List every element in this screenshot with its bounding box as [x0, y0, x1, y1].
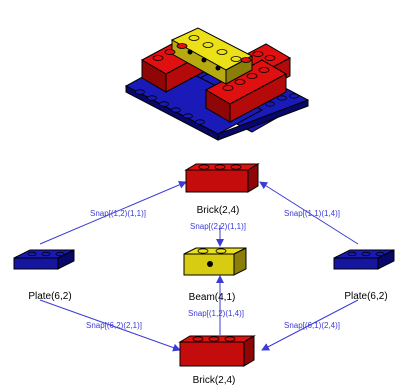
node-label-brick-top: Brick(2,4): [197, 205, 240, 216]
node-label-plate-right: Plate(6,2): [344, 291, 387, 302]
node-brick-bottom: Brick(2,4): [178, 335, 256, 386]
edge-label-bottom-right: Snap[(6,1)(2,4)]: [284, 321, 340, 330]
node-label-brick-bottom: Brick(2,4): [193, 375, 236, 386]
graph-edges: [39, 181, 359, 352]
node-label-beam-center: Beam(4,1): [189, 292, 236, 303]
edge-label-bottom-beam: Snap[(1,2)(1,4)]: [188, 309, 244, 318]
edge-label-bottom-left: Snap[(6,2)(2,1)]: [86, 321, 142, 330]
node-plate-left: Plate(6,2): [13, 249, 75, 302]
edge-label-top-right: Snap[(1,1)(1,4)]: [284, 209, 340, 218]
node-brick-top: Brick(2,4): [184, 163, 260, 216]
node-plate-right: Plate(6,2): [333, 249, 395, 302]
edge-labels: Snap[(1,2)(1,1)] Snap[(1,1)(1,4)] Snap[(…: [86, 209, 340, 330]
edge-bottom-right: [261, 299, 359, 351]
node-label-plate-left: Plate(6,2): [28, 291, 71, 302]
edge-top-left: [39, 181, 187, 245]
edge-label-top-left: Snap[(1,2)(1,1)]: [90, 209, 146, 218]
node-beam-center: Beam(4,1): [183, 247, 247, 303]
edge-label-top-beam: Snap[(2,2)(1,1)]: [190, 222, 246, 231]
edge-top-right: [259, 181, 359, 245]
assembly-illustration: [124, 27, 310, 141]
edge-bottom-left: [39, 299, 181, 352]
